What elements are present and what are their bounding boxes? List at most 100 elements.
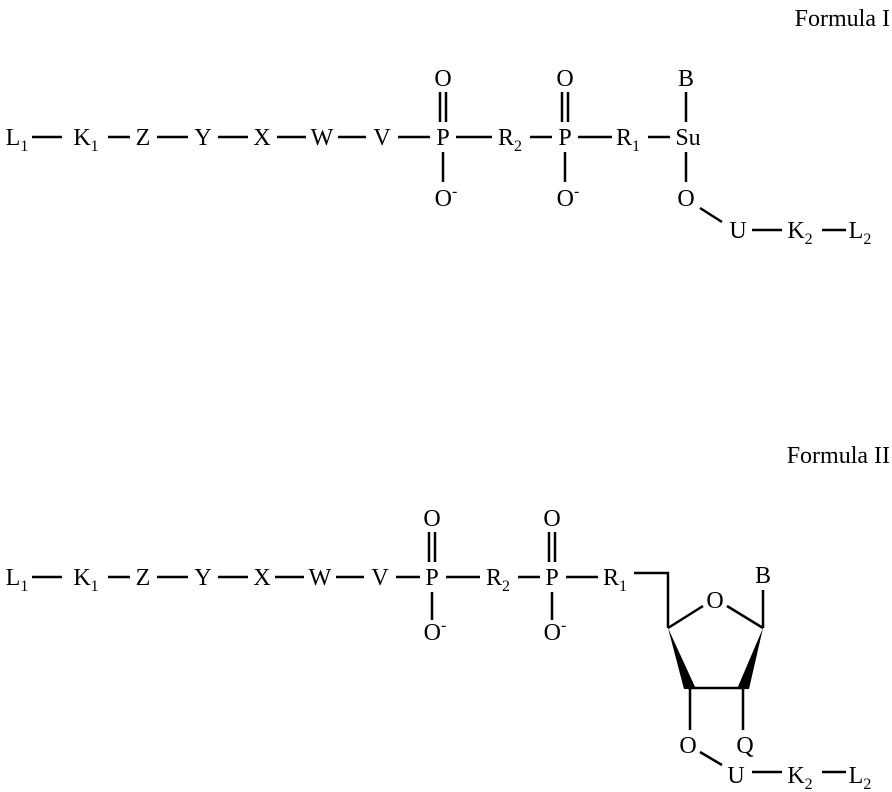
atom-label: P xyxy=(545,565,558,591)
atom-subscript: 1 xyxy=(91,138,99,155)
atom-symbol: P xyxy=(558,125,571,151)
atom-label: K2 xyxy=(787,763,812,792)
atom-label: B xyxy=(678,66,694,92)
atom-label: W xyxy=(309,565,332,591)
atom-symbol: R xyxy=(616,125,632,151)
atom-label: V xyxy=(371,565,389,591)
atom-symbol: U xyxy=(727,763,744,789)
atom-symbol: L xyxy=(849,218,864,244)
atom-label: L2 xyxy=(849,218,872,248)
atom-symbol: Q xyxy=(736,733,753,759)
atom-symbol: K xyxy=(73,125,91,151)
atom-symbol: P xyxy=(436,125,449,151)
atom-symbol: L xyxy=(849,763,864,789)
bond-line xyxy=(668,606,703,628)
atom-subscript: 1 xyxy=(20,578,28,595)
atom-label: P xyxy=(558,125,571,151)
atom-label: K1 xyxy=(73,565,98,595)
atom-symbol: O xyxy=(424,620,441,646)
atom-symbol: L xyxy=(6,125,21,151)
bond-line xyxy=(727,606,763,628)
atom-symbol: X xyxy=(253,125,270,151)
atom-subscript: 2 xyxy=(805,231,813,248)
atom-symbol: W xyxy=(311,125,334,151)
atom-symbol: O xyxy=(543,506,560,532)
atom-label: R1 xyxy=(616,125,640,155)
atom-label: O- xyxy=(435,183,458,212)
atom-symbol: O xyxy=(435,186,452,212)
atom-charge: - xyxy=(452,183,457,200)
atom-label: O xyxy=(679,733,696,759)
atom-label: W xyxy=(311,125,334,151)
atom-symbol: X xyxy=(253,565,270,591)
atom-symbol: V xyxy=(373,125,391,151)
atom-label: K2 xyxy=(787,218,812,248)
atom-label: Q xyxy=(736,733,753,759)
atom-symbol: K xyxy=(73,565,91,591)
atom-label: K1 xyxy=(73,125,98,155)
bond-line xyxy=(700,208,722,222)
atom-label: X xyxy=(253,565,270,591)
atom-subscript: 2 xyxy=(863,231,871,248)
atom-symbol: P xyxy=(545,565,558,591)
atom-label: O xyxy=(434,66,451,92)
atom-charge: - xyxy=(441,617,446,634)
atom-symbol: Y xyxy=(194,125,211,151)
atom-label: O xyxy=(706,588,723,614)
atom-symbol: L xyxy=(6,565,21,591)
atom-label: B xyxy=(755,563,771,589)
atom-symbol: K xyxy=(787,218,805,244)
atom-symbol: W xyxy=(309,565,332,591)
atom-subscript: 2 xyxy=(805,776,813,792)
atom-label: Z xyxy=(136,125,151,151)
atom-symbol: R xyxy=(498,125,514,151)
atom-subscript: 1 xyxy=(20,138,28,155)
formula-1-structure: L1K1ZYXWVPR2PR1SuOO-OO-BOUK2L2 xyxy=(6,66,872,248)
atom-symbol: R xyxy=(603,565,619,591)
atom-symbol: O xyxy=(706,588,723,614)
atom-label: Y xyxy=(194,125,211,151)
atom-label: L1 xyxy=(6,565,29,595)
atom-label: L1 xyxy=(6,125,29,155)
atom-subscript: 2 xyxy=(514,138,522,155)
atom-subscript: 1 xyxy=(619,578,627,595)
atom-symbol: K xyxy=(787,763,805,789)
bond-line xyxy=(700,752,722,765)
wedge-bond xyxy=(737,628,763,689)
atom-label: Z xyxy=(136,565,151,591)
atom-label: U xyxy=(727,763,744,789)
atom-label: O- xyxy=(557,183,580,212)
atom-symbol: Z xyxy=(136,125,151,151)
atom-subscript: 1 xyxy=(632,138,640,155)
atom-symbol: V xyxy=(371,565,389,591)
atom-label: U xyxy=(729,218,746,244)
formula-2-structure: L1K1ZYXWVPR2PR1OO-OO-OBOQUK2L2 xyxy=(6,506,872,792)
atom-symbol: O xyxy=(434,66,451,92)
atom-symbol: U xyxy=(729,218,746,244)
atom-label: O xyxy=(556,66,573,92)
atom-label: Su xyxy=(675,125,700,151)
atom-subscript: 1 xyxy=(91,578,99,595)
atom-symbol: Su xyxy=(675,125,700,151)
atom-subscript: 2 xyxy=(502,578,510,595)
atom-label: O xyxy=(423,506,440,532)
atom-symbol: Y xyxy=(194,565,211,591)
atom-label: O xyxy=(677,186,694,212)
atom-label: R2 xyxy=(498,125,522,155)
atom-symbol: Z xyxy=(136,565,151,591)
atom-label: O- xyxy=(424,617,447,646)
atom-symbol: O xyxy=(556,66,573,92)
atom-label: X xyxy=(253,125,270,151)
atom-label: O xyxy=(543,506,560,532)
atom-subscript: 2 xyxy=(863,776,871,792)
atom-label: O- xyxy=(544,617,567,646)
atom-label: L2 xyxy=(849,763,872,792)
atom-charge: - xyxy=(574,183,579,200)
atom-symbol: O xyxy=(679,733,696,759)
atom-symbol: R xyxy=(486,565,502,591)
atom-label: P xyxy=(436,125,449,151)
atom-symbol: O xyxy=(544,620,561,646)
atom-charge: - xyxy=(561,617,566,634)
atom-symbol: P xyxy=(425,565,438,591)
